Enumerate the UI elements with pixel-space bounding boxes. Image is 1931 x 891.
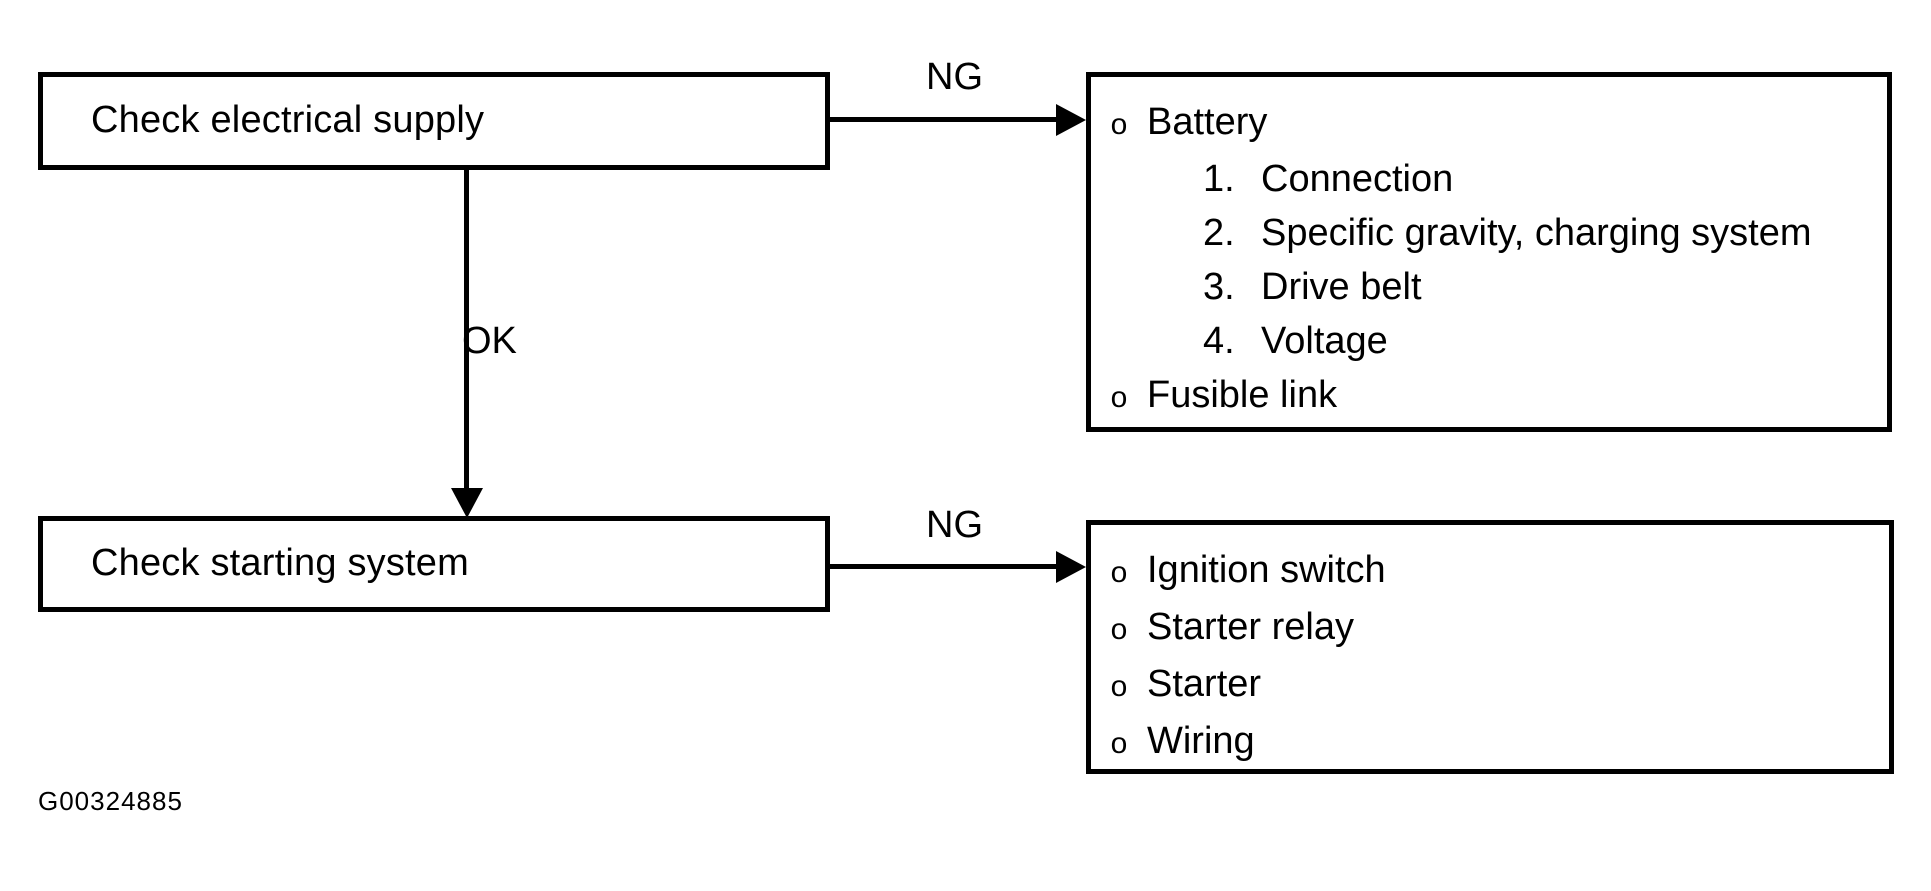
list-item: o Battery 1. Connection 2. Specific grav… [1091, 95, 1887, 368]
list-item: o Starter relay [1091, 600, 1889, 657]
sub-list-item: 2. Specific gravity, charging system [1091, 206, 1887, 260]
bullet-row: o Battery [1091, 95, 1887, 152]
list-item-label: Ignition switch [1147, 549, 1386, 591]
figure-id-code: G00324885 [38, 786, 183, 816]
connector-electrical-ok-line [464, 168, 469, 498]
node-check-electrical-supply-label: Check electrical supply [91, 99, 485, 142]
circle-bullet-icon: o [1110, 613, 1128, 646]
sub-list-item: 4. Voltage [1091, 314, 1887, 368]
edge-label-electrical-ok: OK [462, 320, 517, 362]
sub-list-item-number: 2. [1203, 212, 1235, 254]
sub-list-item-label: Voltage [1261, 320, 1388, 362]
panel-electrical-faults: o Battery 1. Connection 2. Specific grav… [1086, 72, 1892, 432]
circle-bullet-icon: o [1110, 556, 1128, 589]
edge-label-starting-ng: NG [926, 504, 983, 546]
bullet-row: o Starter relay [1091, 600, 1889, 657]
sub-list-item-label: Drive belt [1261, 266, 1422, 308]
electrical-faults-list: o Battery 1. Connection 2. Specific grav… [1091, 95, 1887, 425]
list-item: o Starter [1091, 657, 1889, 714]
sub-list-item-label: Connection [1261, 158, 1454, 200]
bullet-row: o Wiring [1091, 714, 1889, 771]
bullet-row: o Fusible link [1091, 368, 1887, 425]
starting-faults-list: o Ignition switch o Starter relay o Star… [1091, 543, 1889, 771]
sub-list-item: 1. Connection [1091, 152, 1887, 206]
panel-starting-faults: o Ignition switch o Starter relay o Star… [1086, 520, 1894, 774]
connector-starting-ng-line [830, 564, 1058, 569]
edge-label-electrical-ng: NG [926, 56, 983, 98]
list-item-label: Fusible link [1147, 374, 1338, 416]
bullet-row: o Ignition switch [1091, 543, 1889, 600]
arrow-down-icon-electrical-ok [451, 488, 483, 518]
sub-list-item: 3. Drive belt [1091, 260, 1887, 314]
arrow-right-icon-electrical-ng [1056, 104, 1086, 136]
node-check-starting-system[interactable]: Check starting system [38, 516, 830, 612]
list-item: o Fusible link [1091, 368, 1887, 425]
list-item-label: Battery [1147, 101, 1268, 143]
list-item-label: Starter relay [1147, 606, 1354, 648]
sub-list-item-label: Specific gravity, charging system [1261, 212, 1812, 254]
connector-electrical-ng-line [830, 117, 1058, 122]
circle-bullet-icon: o [1110, 381, 1128, 414]
circle-bullet-icon: o [1110, 670, 1128, 703]
sub-list-item-number: 4. [1203, 320, 1235, 362]
list-item: o Wiring [1091, 714, 1889, 771]
node-check-electrical-supply[interactable]: Check electrical supply [38, 72, 830, 170]
bullet-row: o Starter [1091, 657, 1889, 714]
list-item: o Ignition switch [1091, 543, 1889, 600]
circle-bullet-icon: o [1110, 727, 1128, 760]
sub-list-item-number: 3. [1203, 266, 1235, 308]
electrical-battery-sublist: 1. Connection 2. Specific gravity, charg… [1091, 152, 1887, 368]
arrow-right-icon-starting-ng [1056, 551, 1086, 583]
circle-bullet-icon: o [1110, 108, 1128, 141]
node-check-starting-system-label: Check starting system [91, 542, 469, 585]
sub-list-item-number: 1. [1203, 158, 1235, 200]
list-item-label: Starter [1147, 663, 1262, 705]
list-item-label: Wiring [1147, 720, 1255, 762]
